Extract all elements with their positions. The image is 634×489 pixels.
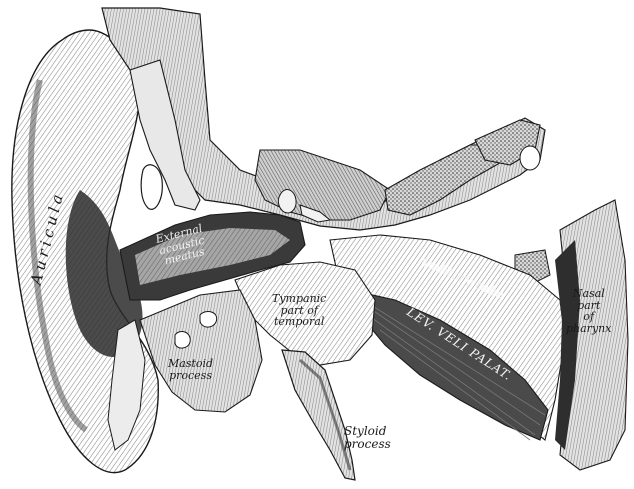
sinus-white bbox=[520, 146, 540, 170]
label-tympanic-part-of-temporal: Tympanic part of temporal bbox=[272, 293, 326, 328]
label-mastoid-process: Mastoid process bbox=[168, 358, 213, 381]
meatus-opening-white bbox=[141, 165, 162, 210]
label-nasal-part-of-pharynx: Nasal part of pharynx bbox=[566, 288, 611, 334]
styloid-process bbox=[282, 350, 355, 480]
label-styloid-process: Styloid process bbox=[344, 425, 391, 450]
